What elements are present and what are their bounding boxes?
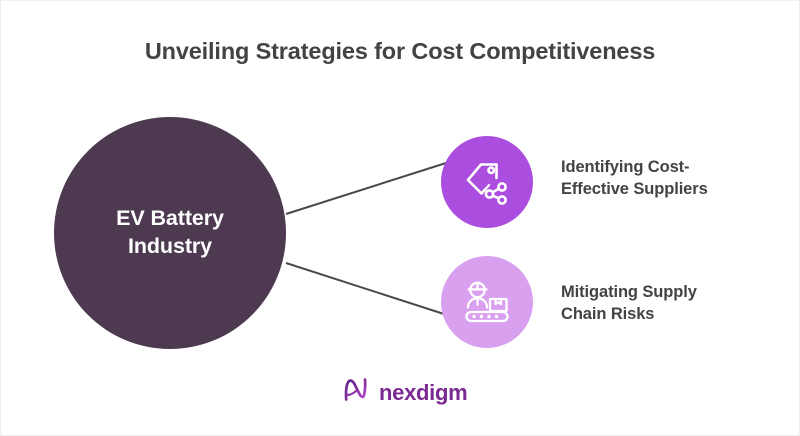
hub-circle[interactable]: EV Battery Industry [54,117,286,349]
price-tag-share-icon [461,156,513,208]
brand-logo[interactable]: nexdigm [341,375,468,410]
branch-label-identifying-cost-effective-suppliers: Identifying Cost- Effective Suppliers [561,158,708,198]
branch-label-mitigating-supply-chain-risks: Mitigating Supply Chain Risks [561,283,697,323]
hub-label: EV Battery Industry [116,206,224,258]
connector-line-1 [285,262,448,316]
nexdigm-wave-mark-icon [341,375,371,410]
page-title: Unveiling Strategies for Cost Competitiv… [144,38,656,64]
connector-line-0 [285,162,447,215]
branch-circle-mitigating-supply-chain-risks[interactable] [441,256,533,348]
brand-wordmark: nexdigm [379,379,468,405]
branch-circle-identifying-cost-effective-suppliers[interactable] [441,136,533,228]
factory-worker-conveyor-icon [461,276,513,328]
